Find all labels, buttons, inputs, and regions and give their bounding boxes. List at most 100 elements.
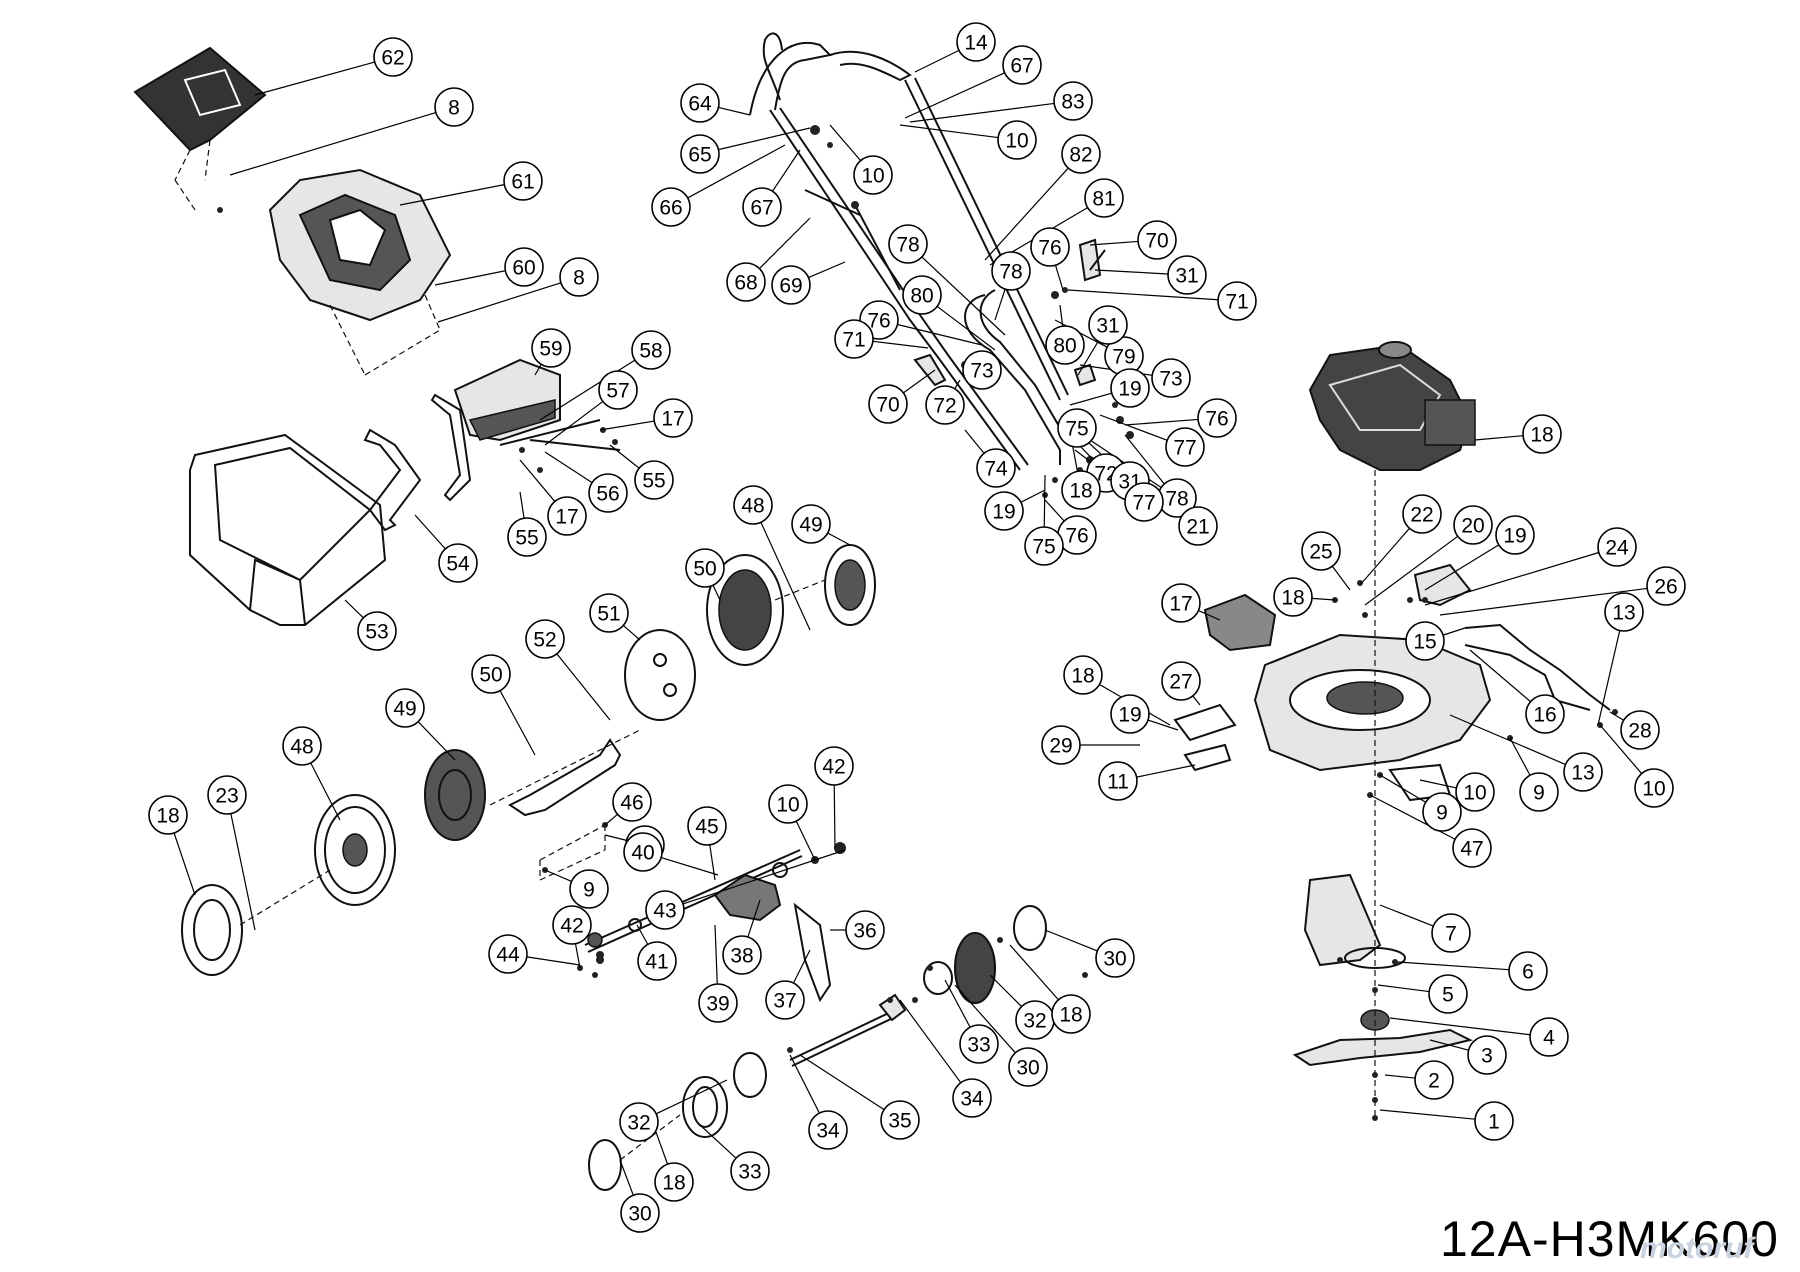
callout-9: 9 xyxy=(569,869,609,909)
leader-line xyxy=(544,451,593,484)
callout-number: 76 xyxy=(867,310,890,333)
callout-number: 75 xyxy=(1065,418,1088,441)
callout-circle xyxy=(976,448,1016,488)
callout-circle xyxy=(1084,178,1124,218)
callout-number: 44 xyxy=(496,944,520,967)
callout-circle xyxy=(207,775,247,815)
leader-line xyxy=(899,124,999,139)
callout-number: 18 xyxy=(156,805,179,828)
callout-number: 83 xyxy=(1061,91,1084,114)
callout-70: 70 xyxy=(1137,220,1177,260)
callout-number: 60 xyxy=(512,257,535,280)
callout-10: 10 xyxy=(768,784,808,824)
callout-70: 70 xyxy=(868,384,908,424)
mulch-plug xyxy=(1203,593,1277,652)
leader-line xyxy=(718,127,811,151)
callout-number: 61 xyxy=(511,171,534,194)
callout-80: 80 xyxy=(1045,325,1085,365)
callout-circle xyxy=(1217,281,1257,321)
callout-number: 64 xyxy=(688,93,712,116)
leader-line xyxy=(534,364,542,376)
rear-cover xyxy=(268,168,452,376)
callout-45: 45 xyxy=(687,806,727,846)
leader-line xyxy=(759,217,811,269)
callout-circle xyxy=(1508,951,1548,991)
callout-78: 78 xyxy=(1157,478,1197,518)
callout-circle xyxy=(1519,772,1559,812)
callout-19: 19 xyxy=(984,491,1024,531)
callout-circle xyxy=(1053,81,1093,121)
callout-number: 67 xyxy=(750,197,773,220)
leader-line xyxy=(437,282,562,323)
leader-line xyxy=(795,820,816,861)
callout-circle xyxy=(1273,577,1313,617)
callout-28: 28 xyxy=(1620,710,1660,750)
callout-55: 55 xyxy=(634,460,674,500)
callout-number: 26 xyxy=(1654,576,1677,599)
callout-circle xyxy=(1161,661,1201,701)
callout-number: 71 xyxy=(842,329,865,352)
callout-number: 18 xyxy=(1530,424,1553,447)
callout-27: 27 xyxy=(1161,661,1201,701)
callout-number: 15 xyxy=(1413,631,1436,654)
callout-circle xyxy=(1597,527,1637,567)
callout-10: 10 xyxy=(1634,768,1674,808)
leader-line xyxy=(609,444,640,469)
callout-number: 18 xyxy=(1071,665,1094,688)
callout-52: 52 xyxy=(525,619,565,659)
callout-circle xyxy=(434,87,474,127)
callout-number: 17 xyxy=(555,506,578,529)
leader-line xyxy=(1474,435,1524,441)
callout-number: 8 xyxy=(573,267,585,290)
leader-line xyxy=(1442,627,1466,636)
callout-number: 19 xyxy=(1118,378,1141,401)
leader-line xyxy=(909,102,1055,123)
height-adjuster xyxy=(1464,623,1611,711)
callout-number: 49 xyxy=(799,514,822,537)
callout-44: 44 xyxy=(488,934,528,974)
callout-8: 8 xyxy=(434,87,474,127)
callout-number: 41 xyxy=(645,951,668,974)
callout-number: 47 xyxy=(1460,838,1483,861)
callout-circle xyxy=(623,832,663,872)
callout-number: 13 xyxy=(1571,762,1594,785)
leader-line xyxy=(544,400,604,446)
leader-line xyxy=(964,429,985,454)
callout-number: 9 xyxy=(1436,802,1448,825)
callout-number: 76 xyxy=(1065,525,1088,548)
leader-line xyxy=(556,653,611,721)
callout-49: 49 xyxy=(385,688,425,728)
leader-line xyxy=(1067,289,1219,301)
callout-17: 17 xyxy=(653,398,693,438)
leader-line xyxy=(1424,544,1500,591)
callout-73: 73 xyxy=(1151,358,1191,398)
callout-circle xyxy=(1002,45,1042,85)
callout-number: 40 xyxy=(631,842,654,865)
callout-number: 18 xyxy=(1281,587,1304,610)
callout-number: 75 xyxy=(1032,536,1055,559)
leader-line xyxy=(687,144,786,199)
callout-number: 36 xyxy=(853,920,876,943)
callout-number: 56 xyxy=(596,483,619,506)
callout-18: 18 xyxy=(1063,655,1103,695)
leader-line xyxy=(526,956,581,966)
leader-line xyxy=(1147,719,1179,731)
callout-circle xyxy=(1197,398,1237,438)
callout-13: 13 xyxy=(1604,592,1644,632)
leader-line xyxy=(747,899,761,938)
callout-59: 59 xyxy=(531,328,571,368)
callout-number: 49 xyxy=(393,698,416,721)
callout-15: 15 xyxy=(1405,621,1445,661)
callout-circle xyxy=(588,473,628,513)
callout-75: 75 xyxy=(1024,526,1064,566)
callout-circle xyxy=(282,726,322,766)
callout-number: 30 xyxy=(1103,948,1126,971)
callout-58: 58 xyxy=(631,330,671,370)
callout-number: 14 xyxy=(964,32,988,55)
callout-number: 45 xyxy=(695,816,718,839)
callout-circle xyxy=(1634,768,1674,808)
model-code: 12A-H3MK600 xyxy=(1440,1211,1779,1267)
callout-18: 18 xyxy=(1273,577,1313,617)
callout-number: 59 xyxy=(539,338,562,361)
callout-76: 76 xyxy=(1057,515,1097,555)
